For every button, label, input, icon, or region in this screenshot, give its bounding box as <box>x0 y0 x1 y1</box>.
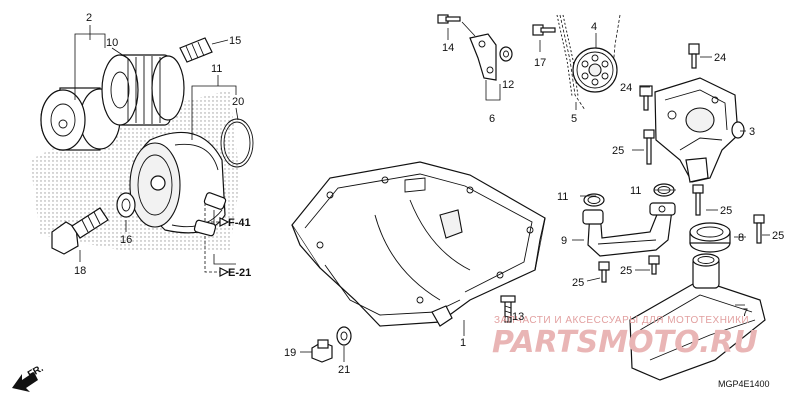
o-ring-11-left[interactable] <box>583 193 605 207</box>
watermark-brand: PARTSMOTO.RU <box>492 325 758 360</box>
bolt-25-right[interactable] <box>753 214 765 244</box>
callout-4[interactable]: 4 <box>591 21 597 33</box>
callout-20[interactable]: 16 <box>120 234 132 246</box>
oil-cooler[interactable] <box>129 131 227 237</box>
callout-1[interactable]: 1 <box>460 337 466 349</box>
callout-15[interactable]: 14 <box>442 42 454 54</box>
callout-2[interactable]: 2 <box>86 12 92 24</box>
cam-chain-guide[interactable] <box>469 33 497 81</box>
drain-washer[interactable] <box>336 326 352 346</box>
watermark-tagline: ЗАПЧАСТИ И АКСЕССУАРЫ ДЛЯ МОТОТЕХНИКИ <box>494 315 749 326</box>
oil-pump-chain[interactable] <box>556 14 621 111</box>
reference-arrows <box>204 203 230 277</box>
oil-pump[interactable] <box>654 77 745 183</box>
bolt-23-top[interactable] <box>688 43 700 69</box>
reference-e21[interactable]: E-21 <box>228 267 251 279</box>
callout-12[interactable]: 11 <box>211 63 222 75</box>
callout-24-right[interactable]: 25 <box>620 265 632 277</box>
bolt-15[interactable] <box>437 14 461 24</box>
pan-bolt[interactable] <box>500 295 516 323</box>
callout-23-top[interactable]: 24 <box>714 52 726 64</box>
callout-13[interactable]: 12 <box>502 79 514 91</box>
callout-18[interactable]: 17 <box>534 57 546 69</box>
bolt-25-pump-bottom[interactable] <box>692 184 704 216</box>
bolt-24-right[interactable] <box>648 255 660 275</box>
front-direction-arrow <box>12 372 38 392</box>
reference-f41[interactable]: F-41 <box>228 217 251 229</box>
callout-16[interactable]: 15 <box>229 35 241 47</box>
diagram-code: MGP4E1400 <box>718 379 770 389</box>
callout-11-left[interactable]: 11 <box>557 191 568 203</box>
oil-filter-cap[interactable] <box>40 87 121 151</box>
o-ring[interactable] <box>220 118 254 168</box>
drain-bolt[interactable] <box>311 339 333 363</box>
stud-bolt[interactable] <box>179 37 213 63</box>
oil-pan[interactable] <box>291 161 546 327</box>
callout-25-right[interactable]: 25 <box>772 230 784 242</box>
front-label: FR. <box>26 363 46 381</box>
oil-filter-element[interactable] <box>101 54 185 126</box>
bolt-23-left[interactable] <box>639 85 653 111</box>
washer[interactable] <box>116 192 136 218</box>
callout-14[interactable]: 13 <box>512 311 524 323</box>
callout-7[interactable]: 7 <box>742 307 748 319</box>
center-bolt[interactable] <box>51 207 109 255</box>
callout-22[interactable]: 21 <box>338 364 350 376</box>
callout-17[interactable]: 18 <box>74 265 86 277</box>
callout-21[interactable]: 20 <box>232 96 244 108</box>
oil-pump-sprocket[interactable] <box>572 47 618 93</box>
callout-23-left[interactable]: 24 <box>620 82 632 94</box>
callout-5[interactable]: 5 <box>571 113 577 125</box>
callout-8[interactable]: 8 <box>738 232 744 244</box>
bolt-18[interactable] <box>532 24 556 36</box>
oil-strainer[interactable] <box>629 253 766 381</box>
callout-11-right[interactable]: 11 <box>630 185 641 197</box>
collar-13[interactable] <box>499 46 513 62</box>
callout-25-mid[interactable]: 25 <box>720 205 732 217</box>
leader-lines <box>74 21 770 362</box>
callout-6[interactable]: 6 <box>489 113 495 125</box>
seal[interactable] <box>689 222 731 253</box>
bolt-24-left[interactable] <box>598 261 610 283</box>
callout-19[interactable]: 19 <box>284 347 296 359</box>
callout-10[interactable]: 10 <box>106 37 118 49</box>
callout-24-left[interactable]: 25 <box>572 277 584 289</box>
callout-25-left[interactable]: 25 <box>612 145 624 157</box>
callout-3[interactable]: 3 <box>749 126 755 138</box>
bolt-25-pump-left[interactable] <box>643 129 655 165</box>
callout-9[interactable]: 9 <box>561 235 567 247</box>
oil-pipe[interactable] <box>582 202 676 257</box>
